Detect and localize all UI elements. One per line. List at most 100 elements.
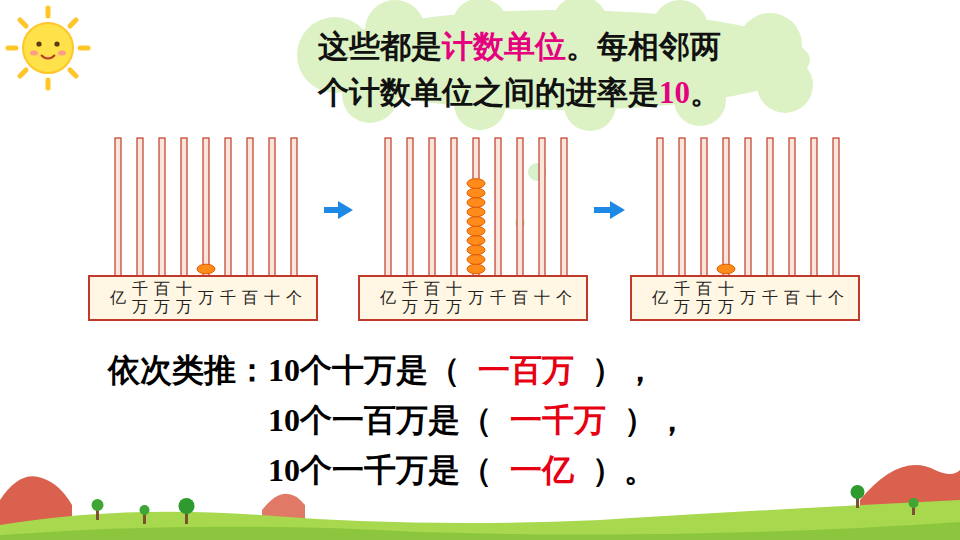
sun-ray: [70, 20, 76, 26]
sun-face: [23, 23, 73, 73]
tree-crown: [92, 499, 104, 511]
abacus-rod: [291, 138, 297, 276]
sun-ray: [8, 46, 16, 51]
statement-text: 10个一百万是（: [268, 398, 492, 442]
flow-arrow: [324, 207, 340, 213]
abacus-base: [89, 276, 317, 320]
place-value-label: 万: [740, 289, 756, 307]
answer-text: 一千万: [492, 398, 624, 442]
place-value-label: 万: [198, 289, 214, 307]
sun-eye: [36, 41, 41, 46]
cloud-bubble: 这些都是计数单位。每相邻两个计数单位之间的进率是10。: [318, 24, 730, 116]
statement-text: ）。: [592, 448, 656, 492]
abacus-bead: [197, 264, 215, 274]
sun-ray: [46, 8, 51, 16]
sun-rays: [8, 8, 88, 88]
place-value-label: 亿: [110, 289, 126, 307]
abacus-frame: 亿千万百万十万万千百十个: [358, 132, 588, 320]
statement-text: ），: [624, 398, 688, 442]
place-value-label: 百: [784, 289, 800, 307]
tree-crown: [179, 498, 195, 514]
place-value-label: 千: [762, 289, 778, 307]
sun-icon: [8, 8, 88, 88]
abacus-base: [359, 276, 587, 320]
sun-eye: [54, 41, 59, 46]
abacus-bead: [467, 188, 485, 198]
place-value-label: 亿: [380, 289, 396, 307]
abacus-rod: [539, 138, 545, 276]
place-value-label: 十万: [718, 280, 734, 315]
abacus-rod: [225, 138, 231, 276]
statement-text: 10个一千万是（: [268, 448, 492, 492]
abacus-bead: [467, 198, 485, 208]
abacus-rod: [561, 138, 567, 276]
place-value-label: 千万: [674, 280, 690, 315]
sun-cheek: [30, 51, 38, 56]
abacus-frame: 亿千万百万十万万千百十个: [88, 132, 318, 320]
abacus-rod: [115, 138, 121, 276]
statement-text: 。: [690, 75, 721, 110]
text-line: 10个一百万是（一千万），: [268, 398, 688, 442]
abacus-rod: [407, 138, 413, 276]
place-value-label: 百: [512, 289, 528, 307]
abacus-rod: [789, 138, 795, 276]
statement-text: ），: [592, 348, 656, 392]
place-value-label: 十: [534, 289, 550, 307]
abacus-bead: [467, 217, 485, 227]
abacus-frame: 亿千万百万十万万千百十个: [630, 132, 860, 320]
abacus-rod: [385, 138, 391, 276]
abacus-rod: [723, 138, 729, 276]
abacus-rod: [811, 138, 817, 276]
sun-smile: [41, 55, 55, 59]
place-value-label: 千万: [132, 280, 148, 315]
place-value-label: 千: [220, 289, 236, 307]
abacus-rod: [451, 138, 457, 276]
place-value-label: 万: [468, 289, 484, 307]
flow-arrow: [594, 207, 612, 213]
abacus-rod: [745, 138, 751, 276]
abacus-bead: [467, 245, 485, 255]
answer-text: 一亿: [492, 448, 592, 492]
cloud-shape: [297, 0, 813, 131]
statement-text: 10个十万是（: [268, 348, 460, 392]
cloud-puff: [757, 57, 813, 113]
tree-crown: [140, 505, 150, 515]
abacus-bead: [467, 255, 485, 265]
abacus-base: [631, 276, 859, 320]
place-value-label: 亿: [652, 289, 668, 307]
abacus-rod: [701, 138, 707, 276]
place-value-label: 百: [242, 289, 258, 307]
place-value-label: 个: [286, 289, 302, 307]
abacus-bead: [467, 264, 485, 274]
abacus-bead: [717, 264, 735, 274]
sun-ray: [70, 70, 76, 76]
abacus-rod: [657, 138, 663, 276]
tree-crown: [909, 498, 919, 508]
place-value-label: 百万: [424, 280, 440, 315]
statement-text: 这些都是: [318, 29, 442, 64]
tree-crown: [851, 485, 865, 499]
place-value-label: 千: [490, 289, 506, 307]
place-value-label: 个: [556, 289, 572, 307]
ground: [0, 522, 960, 540]
sun-ray: [20, 20, 26, 26]
highlight-text: 计数单位: [442, 29, 566, 64]
abacus-bead: [467, 207, 485, 217]
text-line: 依次类推：10个十万是（一百万），: [108, 348, 656, 392]
abacus-rod: [203, 138, 209, 276]
abacus-rod: [247, 138, 253, 276]
sun-ray: [80, 46, 88, 51]
statement-text: 依次类推：: [108, 348, 268, 392]
sun-ray: [46, 80, 51, 88]
place-value-label: 个: [828, 289, 844, 307]
abacus-rod: [517, 138, 523, 276]
place-value-label: 十万: [446, 280, 462, 315]
highlight-text: 10: [659, 75, 690, 110]
place-value-label: 十万: [176, 280, 192, 315]
answer-text: 一百万: [460, 348, 592, 392]
text-line: 10个一千万是（一亿）。: [268, 448, 656, 492]
sun-cheek: [58, 51, 66, 56]
abacus-bead: [467, 179, 485, 189]
abacus-rod: [429, 138, 435, 276]
sun-ray: [20, 70, 26, 76]
